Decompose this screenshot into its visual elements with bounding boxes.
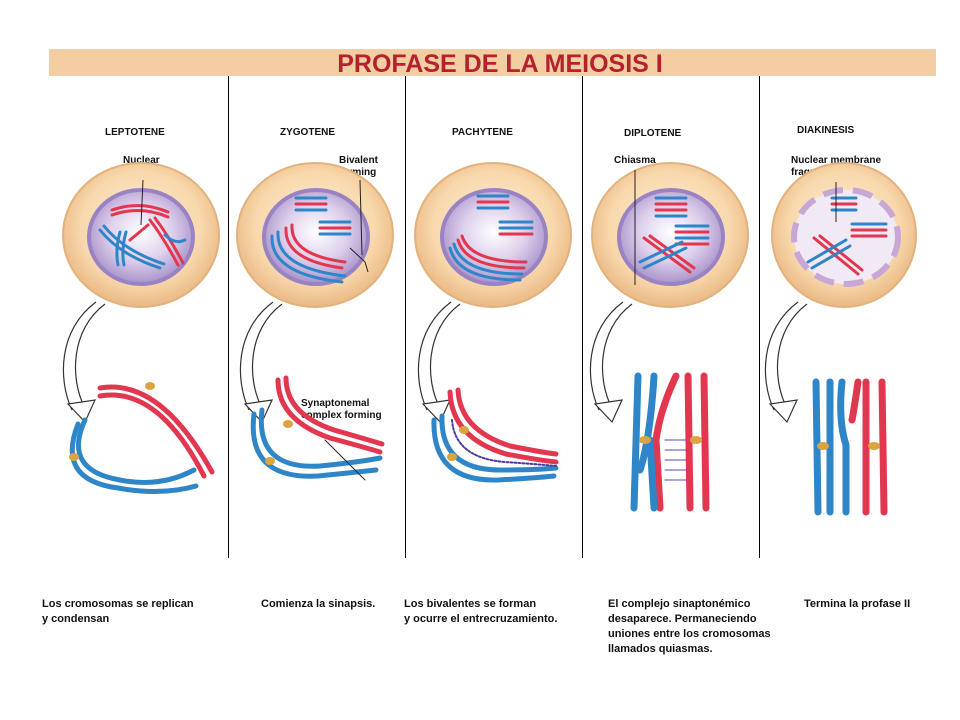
- curved-arrows: [62, 301, 808, 424]
- caption-line: y condensan: [42, 613, 110, 625]
- caption-line: El complejo sinaptonémico: [608, 598, 751, 610]
- zoom-zygotene: [250, 375, 385, 481]
- callout-bivalent-forming: Bivalent forming: [339, 155, 378, 179]
- caption-zygotene: Comienza la sinapsis.: [261, 597, 375, 612]
- caption-line: Termina la profase II: [804, 598, 911, 610]
- stage-divider: [582, 76, 583, 558]
- caption-line: Comienza la sinapsis.: [261, 598, 376, 610]
- page-title: PROFASE DE LA MEIOSIS I: [337, 50, 663, 78]
- stage-label-leptotene: LEPTOTENE: [105, 127, 165, 138]
- stage-divider: [228, 76, 229, 558]
- caption-line: uniones entre los cromosomas: [608, 628, 771, 640]
- caption-line: Los cromosomas se replican: [42, 598, 194, 610]
- cell-leptotene: [62, 162, 220, 308]
- stage-label-diplotene: DIPLOTENE: [624, 128, 682, 139]
- callout-line: Nuclear: [123, 155, 160, 166]
- caption-line: Los bivalentes se forman: [404, 598, 537, 610]
- zoom-diakinesis: [812, 378, 888, 516]
- callout-line: Synaptonemal: [301, 398, 370, 409]
- caption-line: y ocurre el entrecruzamiento.: [404, 613, 558, 625]
- zoom-diplotene: [630, 372, 710, 512]
- cell-diakinesis: [771, 162, 917, 308]
- stage-divider: [759, 76, 760, 558]
- callout-line: complex forming: [301, 410, 382, 421]
- stage-label-zygotene: ZYGOTENE: [280, 127, 336, 138]
- zoom-leptotene: [69, 382, 215, 495]
- callout-synaptonemal-complex: Synaptonemal complex forming: [301, 398, 382, 422]
- zoom-pachytene: [431, 387, 559, 483]
- caption-leptotene: Los cromosomas se replican y condensan: [42, 597, 194, 627]
- caption-line: desaparece. Permaneciendo: [608, 613, 757, 625]
- caption-diakinesis: Termina la profase II: [804, 597, 910, 612]
- title-bar: [49, 49, 936, 76]
- callout-line: Nuclear membrane: [791, 155, 882, 166]
- caption-line: llamados quiasmas.: [608, 643, 713, 655]
- caption-diplotene: El complejo sinaptonémico desaparece. Pe…: [608, 597, 771, 657]
- cell-pachytene: [414, 162, 572, 308]
- callout-line: Bivalent: [339, 155, 378, 166]
- callout-line: forming: [339, 167, 377, 178]
- cell-diplotene: [591, 162, 749, 308]
- stage-label-pachytene: PACHYTENE: [452, 127, 513, 138]
- callout-chiasma: Chiasma: [614, 155, 656, 166]
- stage-divider: [405, 76, 406, 558]
- cell-zygotene: [236, 162, 394, 308]
- caption-pachytene: Los bivalentes se forman y ocurre el ent…: [404, 597, 557, 627]
- stage-label-diakinesis: DIAKINESIS: [797, 125, 855, 136]
